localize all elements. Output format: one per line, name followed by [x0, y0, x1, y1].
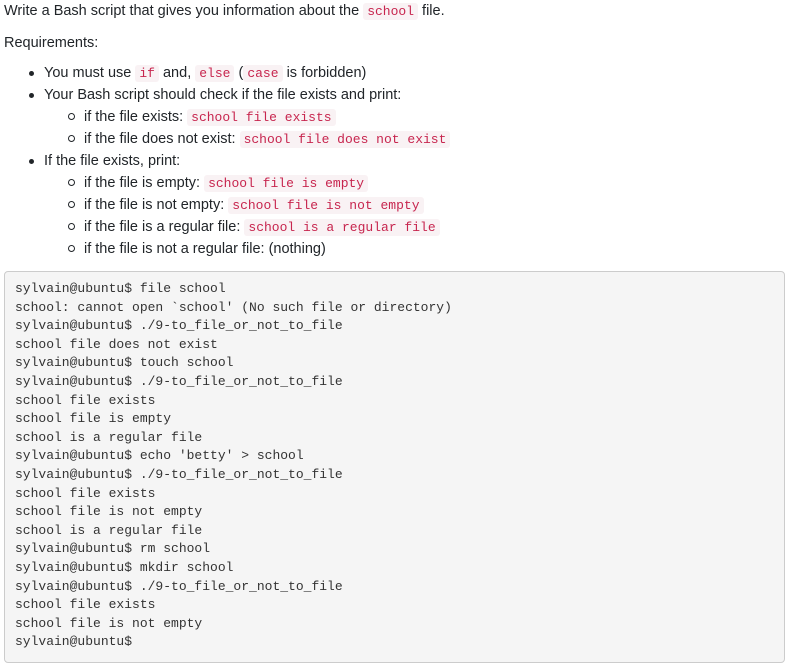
terminal-line: sylvain@ubuntu$ ./9-to_file_or_not_to_fi… — [15, 466, 343, 482]
terminal-line: school file exists — [15, 392, 156, 408]
terminal-line: school file is not empty — [15, 615, 203, 631]
task-description: Write a Bash script that gives you infor… — [4, 0, 785, 22]
terminal-line: sylvain@ubuntu$ — [15, 634, 133, 650]
terminal-line: school file does not exist — [15, 336, 218, 352]
requirements-list: You must use if and, else (case is forbi… — [4, 62, 785, 260]
terminal-line: school: cannot open `school' (No such fi… — [15, 299, 452, 315]
sub-item-text: if the file exists: — [84, 109, 188, 125]
terminal-line: sylvain@ubuntu$ touch school — [15, 355, 234, 371]
sub-item-not-regular-file: if the file is not a regular file: (noth… — [68, 238, 785, 260]
sub-item-file-empty: if the file is empty: school file is emp… — [68, 172, 785, 194]
sub-item-code: school file exists — [187, 109, 336, 126]
sub-item-code: school file is empty — [204, 175, 369, 192]
requirement-item-2-sublist: if the file exists: school file exists i… — [44, 106, 785, 150]
terminal-line: sylvain@ubuntu$ echo 'betty' > school — [15, 448, 304, 464]
requirements-heading: Requirements: — [4, 35, 99, 51]
terminal-line: school is a regular file — [15, 429, 203, 445]
terminal-line: school file is empty — [15, 411, 172, 427]
intro-text-after: file. — [418, 3, 445, 19]
terminal-line: school file is not empty — [15, 504, 203, 520]
sub-item-code: school file does not exist — [239, 131, 451, 148]
terminal-line: school file exists — [15, 485, 156, 501]
intro-filename-code: school — [363, 3, 419, 20]
terminal-line: sylvain@ubuntu$ ./9-to_file_or_not_to_fi… — [15, 373, 343, 389]
sub-item-text: if the file is not a regular file: (noth… — [84, 241, 326, 257]
terminal-line: school file exists — [15, 597, 156, 613]
requirement-item-1: You must use if and, else (case is forbi… — [4, 62, 785, 84]
terminal-line: sylvain@ubuntu$ ./9-to_file_or_not_to_fi… — [15, 318, 343, 334]
sub-item-file-not-exist: if the file does not exist: school file … — [68, 128, 785, 150]
sub-item-text: if the file is not empty: — [84, 197, 229, 213]
requirement-item-2-row: Your Bash script should check if the fil… — [29, 84, 785, 106]
req1-text-4: is forbidden) — [282, 65, 367, 81]
terminal-line: sylvain@ubuntu$ mkdir school — [15, 559, 234, 575]
requirement-item-3: If the file exists, print: if the file i… — [4, 150, 785, 260]
requirement-item-3-sublist: if the file is empty: school file is emp… — [44, 172, 785, 260]
sub-item-text: if the file does not exist: — [84, 131, 240, 147]
sub-item-text: if the file is empty: — [84, 175, 205, 191]
req1-code-case: case — [243, 65, 283, 82]
req1-text-2: and, — [158, 65, 196, 81]
terminal-line: sylvain@ubuntu$ ./9-to_file_or_not_to_fi… — [15, 578, 343, 594]
sub-item-regular-file: if the file is a regular file: school is… — [68, 216, 785, 238]
req1-code-else: else — [195, 65, 235, 82]
intro-text-before: Write a Bash script that gives you infor… — [4, 3, 364, 19]
req1-text-1: You must use — [44, 65, 136, 81]
req1-text-3: ( — [234, 65, 244, 81]
requirement-item-3-row: If the file exists, print: — [29, 150, 785, 172]
sub-item-text: if the file is a regular file: — [84, 219, 245, 235]
terminal-line: sylvain@ubuntu$ rm school — [15, 541, 211, 557]
sub-item-code: school is a regular file — [244, 219, 440, 236]
requirement-item-1-row: You must use if and, else (case is forbi… — [29, 62, 785, 84]
sub-item-file-not-empty: if the file is not empty: school file is… — [68, 194, 785, 216]
terminal-line: sylvain@ubuntu$ file school — [15, 281, 226, 296]
sub-item-file-exists: if the file exists: school file exists — [68, 106, 785, 128]
sub-item-code: school file is not empty — [228, 197, 424, 214]
requirement-item-2: Your Bash script should check if the fil… — [4, 84, 785, 150]
req1-code-if: if — [135, 65, 159, 82]
terminal-output-block: sylvain@ubuntu$ file school school: canno… — [4, 271, 785, 663]
terminal-line: school is a regular file — [15, 522, 203, 538]
